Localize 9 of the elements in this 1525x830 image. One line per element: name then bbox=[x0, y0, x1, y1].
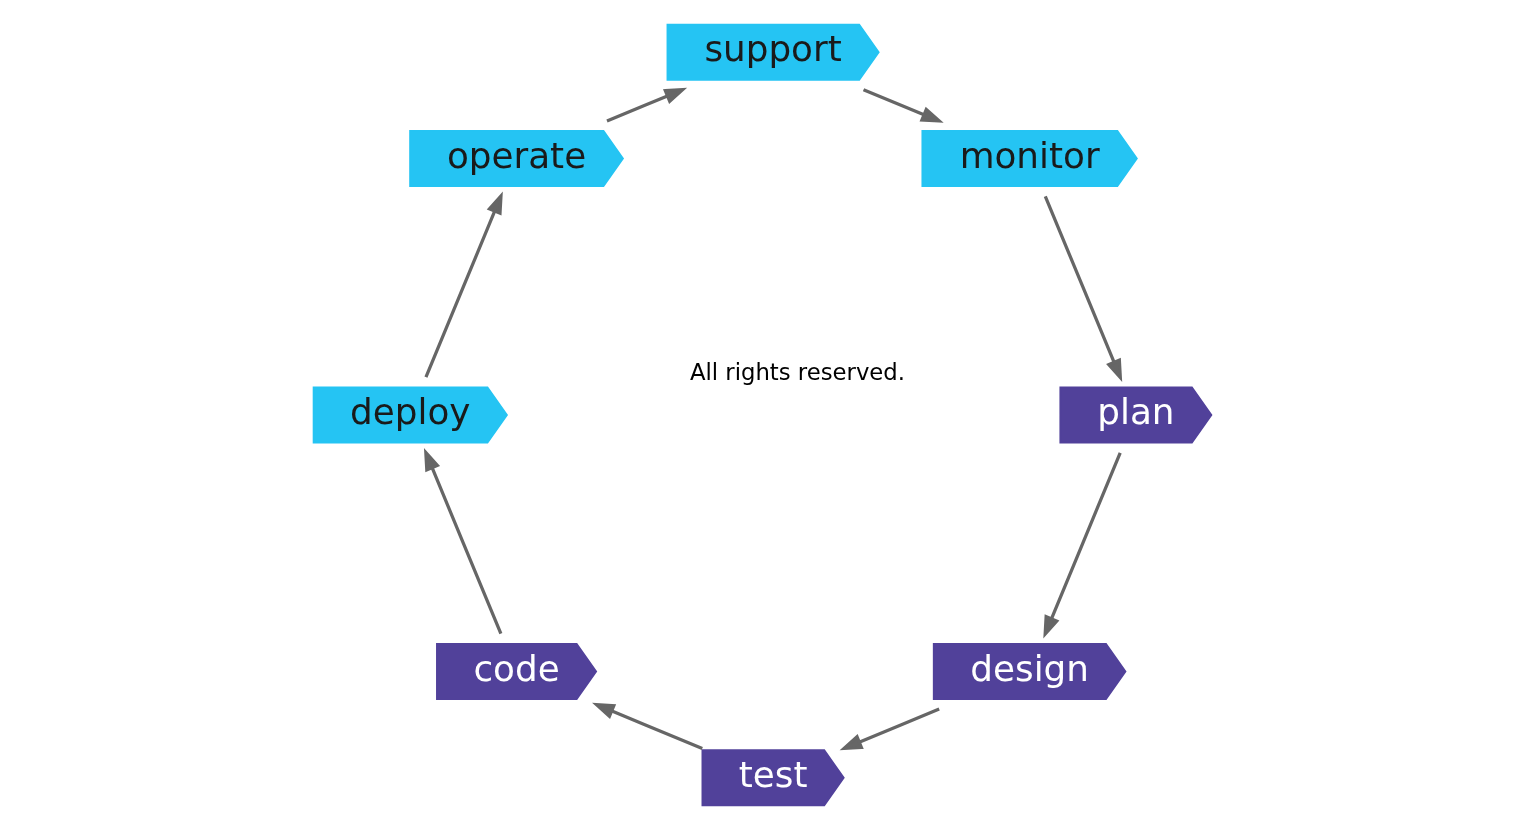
arrow bbox=[839, 707, 940, 751]
arrow bbox=[862, 88, 944, 123]
arrow bbox=[1043, 195, 1123, 382]
arrow bbox=[592, 702, 703, 750]
arrow bbox=[606, 87, 688, 123]
arrow bbox=[423, 448, 503, 635]
arrow bbox=[424, 191, 503, 378]
arrow bbox=[1043, 452, 1122, 639]
label: All rights reserved. bbox=[689, 359, 906, 386]
